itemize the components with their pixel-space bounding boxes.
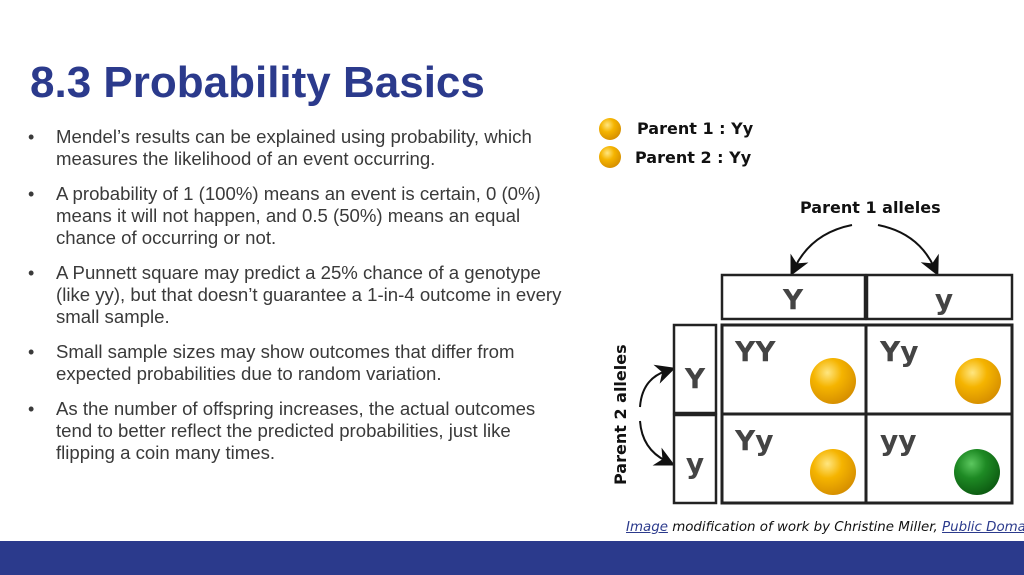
credit-text: modification of work by Christine Miller… bbox=[667, 520, 943, 535]
image-link[interactable]: Image bbox=[626, 520, 668, 535]
cell-genotype: Yy bbox=[734, 424, 774, 457]
bullet-list: • Mendel’s results can be explained using… bbox=[28, 126, 573, 477]
bullet-text: A probability of 1 (100%) means an event… bbox=[56, 183, 541, 248]
yellow-seed-icon bbox=[955, 358, 1001, 404]
bullet-text: A Punnett square may predict a 25% chanc… bbox=[56, 262, 562, 327]
yellow-seed-icon bbox=[599, 118, 621, 140]
bullet-item: • A Punnett square may predict a 25% chan… bbox=[28, 262, 573, 328]
col-header-allele: Y bbox=[782, 283, 804, 316]
bullet-text: As the number of offspring increases, th… bbox=[56, 398, 536, 463]
bullet-item: • A probability of 1 (100%) means an even… bbox=[28, 183, 573, 249]
row-header-allele: y bbox=[686, 447, 704, 480]
bullet-dot-icon: • bbox=[28, 127, 35, 147]
arrow-icon bbox=[877, 224, 939, 277]
row-header-allele: Y bbox=[684, 362, 706, 395]
arrow-icon bbox=[639, 420, 675, 466]
parent2-alleles-label: Parent 2 alleles bbox=[611, 344, 630, 485]
image-credit: Image modification of work by Christine … bbox=[626, 520, 1024, 535]
parent1-alleles-label: Parent 1 alleles bbox=[800, 198, 941, 217]
arrow-icon bbox=[639, 364, 676, 408]
arrow-icon bbox=[790, 224, 853, 276]
green-seed-icon bbox=[954, 449, 1000, 495]
row-header-cell bbox=[672, 413, 718, 505]
public-domain-link[interactable]: Public Domain bbox=[942, 520, 1024, 535]
legend-parent1: Parent 1 : Yy bbox=[637, 119, 754, 138]
col-header-allele: y bbox=[935, 283, 953, 316]
bullet-dot-icon: • bbox=[28, 342, 35, 362]
legend-parent2: Parent 2 : Yy bbox=[635, 148, 752, 167]
bullet-item: • Mendel’s results can be explained using… bbox=[28, 126, 573, 170]
bullet-item: • Small sample sizes may show outcomes th… bbox=[28, 341, 573, 385]
bullet-dot-icon: • bbox=[28, 399, 35, 419]
row-header-cell bbox=[672, 323, 718, 415]
yellow-seed-icon bbox=[810, 449, 856, 495]
cell-genotype: yy bbox=[880, 424, 917, 457]
col-header-cell bbox=[720, 273, 867, 321]
yellow-seed-icon bbox=[810, 358, 856, 404]
footer-bar bbox=[0, 541, 1024, 575]
yellow-seed-icon bbox=[599, 146, 621, 168]
cell-genotype: YY bbox=[734, 335, 776, 368]
punnett-square-figure: Parent 1 : Yy Parent 2 : Yy Parent 1 all… bbox=[590, 105, 1024, 515]
bullet-dot-icon: • bbox=[28, 184, 35, 204]
col-header-cell bbox=[865, 273, 1014, 321]
bullet-text: Mendel’s results can be explained using … bbox=[56, 126, 532, 169]
cell-genotype: Yy bbox=[879, 335, 919, 368]
bullet-dot-icon: • bbox=[28, 263, 35, 283]
slide-title: 8.3 Probability Basics bbox=[30, 58, 485, 107]
bullet-text: Small sample sizes may show outcomes tha… bbox=[56, 341, 515, 384]
bullet-item: • As the number of offspring increases, t… bbox=[28, 398, 573, 464]
punnett-square-svg: Parent 1 : Yy Parent 2 : Yy Parent 1 all… bbox=[599, 118, 1014, 505]
